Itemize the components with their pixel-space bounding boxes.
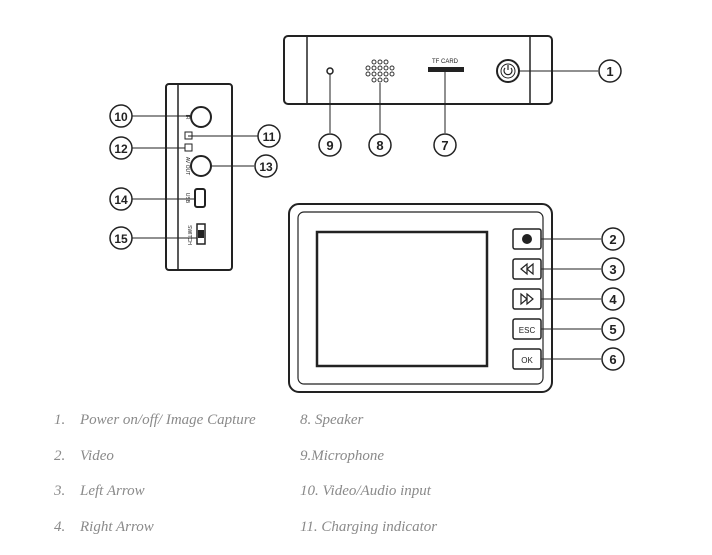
svg-text:5: 5 <box>609 322 616 337</box>
legend-item-1: 1.Power on/off/ Image Capture <box>54 412 256 428</box>
callout-8: 8 <box>368 133 392 157</box>
legend-item-9: 9.Microphone <box>300 448 385 464</box>
microphone-hole <box>326 67 334 75</box>
av-out-label: AV OUT <box>184 157 190 175</box>
switch-label: SWITCH <box>186 225 192 245</box>
svg-text:4: 4 <box>609 292 617 307</box>
legend-item-2: 2.Video <box>54 448 114 464</box>
svg-text:2: 2 <box>609 232 616 247</box>
svg-text:14: 14 <box>114 193 128 207</box>
callout-4: 4 <box>601 287 625 311</box>
lcd-screen <box>315 230 489 368</box>
ir-jack <box>190 106 212 128</box>
legend-item-10: 10. Video/Audio input <box>300 483 431 499</box>
svg-text:10: 10 <box>114 110 128 124</box>
svg-text:12: 12 <box>114 142 128 156</box>
speaker-grill <box>365 59 395 83</box>
power-button <box>496 59 520 83</box>
legend-item-4: 4.Right Arrow <box>54 519 154 535</box>
svg-text:3: 3 <box>609 262 616 277</box>
front-panel <box>288 203 553 393</box>
av-out-jack <box>190 155 212 177</box>
svg-text:11: 11 <box>263 130 276 144</box>
top-panel <box>283 35 553 105</box>
button-left-arrow <box>512 258 542 280</box>
callout-10: 10 <box>109 104 133 128</box>
callout-14: 14 <box>109 187 133 211</box>
power-indicator <box>184 143 193 152</box>
callout-6: 6 <box>601 347 625 371</box>
svg-text:1: 1 <box>606 64 613 79</box>
usb-port <box>194 188 206 208</box>
svg-text:7: 7 <box>441 138 448 153</box>
svg-text:15: 15 <box>114 232 128 246</box>
mode-switch <box>196 223 206 245</box>
svg-text:8: 8 <box>376 138 383 153</box>
legend-item-8: 8. Speaker <box>300 412 364 428</box>
legend-item-3: 3.Left Arrow <box>54 483 145 499</box>
callout-3: 3 <box>601 257 625 281</box>
callout-11: 11 <box>257 124 281 148</box>
callout-12: 12 <box>109 136 133 160</box>
svg-text:6: 6 <box>609 352 616 367</box>
callout-13: 13 <box>254 154 278 178</box>
button-ok: OK <box>512 348 542 370</box>
callout-1: 1 <box>598 59 622 83</box>
svg-text:OK: OK <box>521 356 533 365</box>
tf-card-label: TF CARD <box>432 59 459 65</box>
callout-7: 7 <box>433 133 457 157</box>
device-diagram: TF CARD IR AV OUT USB SWITCH <box>109 35 625 393</box>
callouts: 1 2 3 4 5 6 7 8 9 10 11 12 13 14 15 <box>109 59 625 371</box>
callout-9: 9 <box>318 133 342 157</box>
svg-text:13: 13 <box>259 160 273 174</box>
side-panel <box>165 83 233 271</box>
callout-15: 15 <box>109 226 133 250</box>
svg-text:9: 9 <box>326 138 333 153</box>
ir-label: IR <box>184 115 190 120</box>
button-esc: ESC <box>512 318 542 340</box>
svg-text:ESC: ESC <box>519 326 536 335</box>
callout-2: 2 <box>601 227 625 251</box>
usb-label: USB <box>184 193 190 204</box>
callout-5: 5 <box>601 317 625 341</box>
tf-card-slot <box>428 67 464 72</box>
legend-item-11: 11. Charging indicator <box>300 519 438 535</box>
legend: 1.Power on/off/ Image Capture 2.Video 3.… <box>0 400 712 550</box>
button-video <box>512 228 542 250</box>
button-right-arrow <box>512 288 542 310</box>
